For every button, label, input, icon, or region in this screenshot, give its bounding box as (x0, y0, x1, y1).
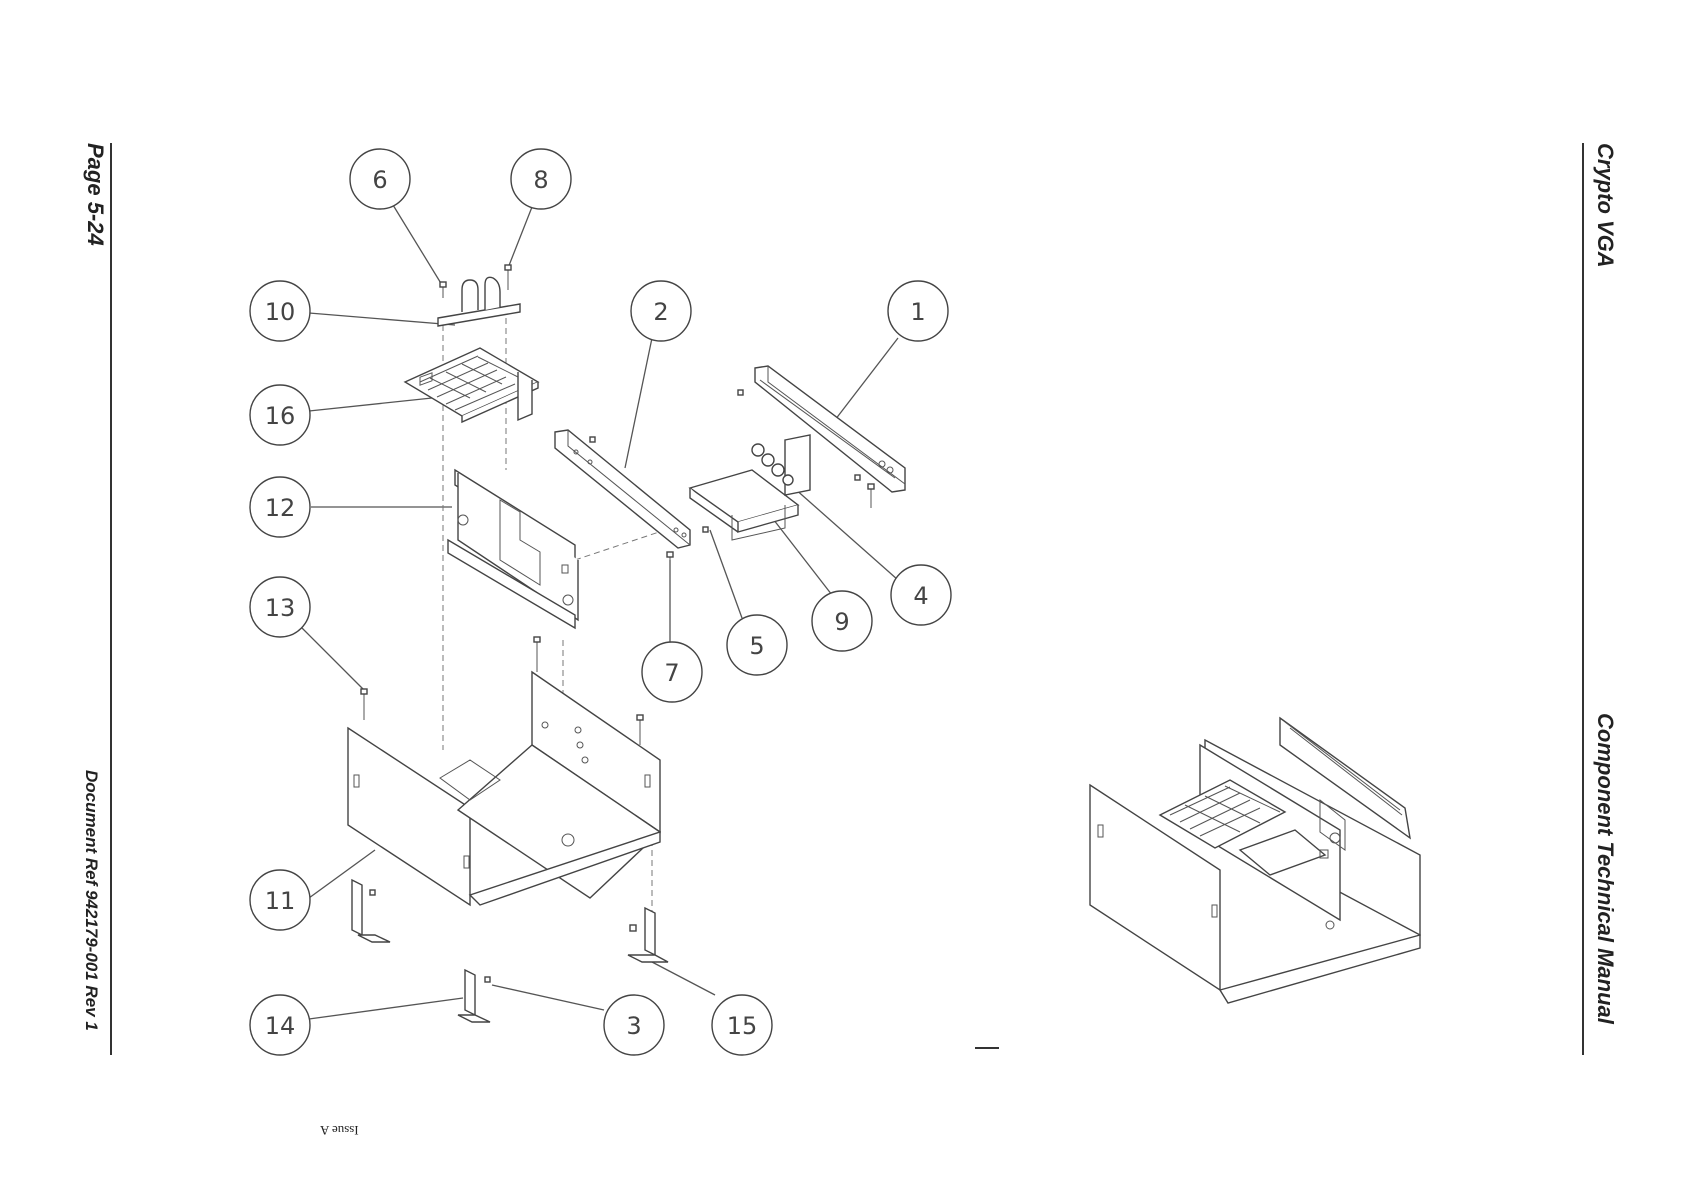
leader-lines (302, 205, 898, 1019)
part-7-pin (667, 552, 673, 600)
svg-text:14: 14 (265, 1012, 296, 1040)
part-14-foot (458, 970, 490, 1022)
part-13-pin (361, 689, 367, 720)
callout-9: 9 (812, 591, 872, 651)
svg-text:13: 13 (265, 594, 296, 622)
callout-7: 7 (642, 642, 702, 702)
svg-text:2: 2 (653, 298, 668, 326)
part-12-bracket (448, 470, 578, 628)
callout-3: 3 (604, 995, 664, 1055)
callout-14: 14 (250, 995, 310, 1055)
svg-text:15: 15 (727, 1012, 758, 1040)
callout-8: 8 (511, 149, 571, 209)
svg-text:16: 16 (265, 402, 296, 430)
callout-10: 10 (250, 281, 310, 341)
assembled-view (1090, 718, 1420, 1003)
callout-2: 2 (631, 281, 691, 341)
svg-text:11: 11 (265, 887, 296, 915)
callout-13: 13 (250, 577, 310, 637)
svg-text:5: 5 (749, 632, 764, 660)
svg-text:7: 7 (664, 659, 679, 687)
part-9-tray (690, 435, 810, 540)
part-15-foot (628, 908, 668, 962)
svg-text:4: 4 (913, 582, 928, 610)
svg-text:12: 12 (265, 494, 296, 522)
svg-text:6: 6 (372, 166, 387, 194)
svg-text:8: 8 (533, 166, 548, 194)
part-11-chassis (348, 672, 660, 905)
callout-4: 4 (891, 565, 951, 625)
part-16-grille (405, 348, 538, 422)
callout-15: 15 (712, 995, 772, 1055)
callout-5: 5 (727, 615, 787, 675)
extra-foot (352, 880, 390, 942)
callout-11: 11 (250, 870, 310, 930)
svg-text:1: 1 (910, 298, 925, 326)
callout-6: 6 (350, 149, 410, 209)
part-2-rail (555, 430, 708, 548)
callout-16: 16 (250, 385, 310, 445)
callout-12: 12 (250, 477, 310, 537)
svg-text:9: 9 (834, 608, 849, 636)
drawing-stamp (975, 1047, 999, 1049)
svg-text:3: 3 (626, 1012, 641, 1040)
part-10-bracket (438, 265, 520, 326)
svg-text:10: 10 (265, 298, 296, 326)
callout-1: 1 (888, 281, 948, 341)
